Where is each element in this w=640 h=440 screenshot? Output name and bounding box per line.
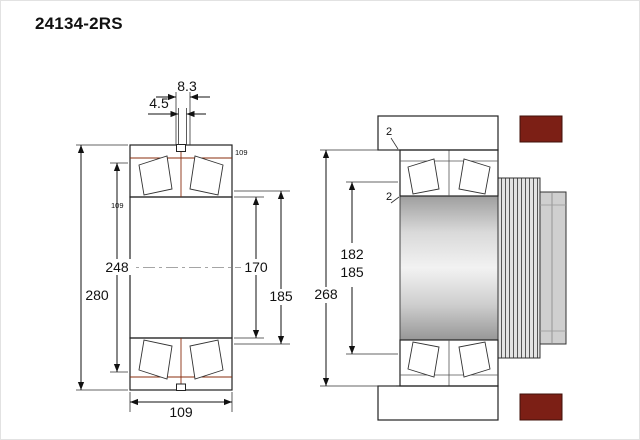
bearing-section-view: 8.3 4.5 280: [76, 78, 296, 420]
dim-groove-inner: 4.5: [148, 95, 206, 145]
dim-sleeve-diameters: 182 185: [336, 181, 398, 355]
mounted-bearing-lower: [399, 339, 499, 387]
bearing-lower-half: [129, 337, 233, 391]
mounted-bearing-upper: [399, 149, 499, 197]
dim-label-groove-outer: 8.3: [177, 78, 197, 94]
dim-label-sleeve-b: 185: [340, 264, 364, 280]
lubrication-groove: [176, 144, 186, 152]
dim-seal-seat-diameter: 185: [234, 190, 296, 345]
dim-clearance-side: 2: [386, 191, 400, 204]
dim-housing-bore: 268: [310, 149, 396, 387]
mounted-roller-lower-right: [458, 341, 491, 378]
dim-label-groove-inner: 4.5: [149, 95, 169, 111]
adapter-sleeve-threads: [497, 177, 541, 359]
bearing-upper-half: [129, 144, 233, 198]
lubrication-groove-bottom: [176, 383, 186, 391]
housing-lower: [377, 385, 499, 421]
end-seal-upper: [519, 115, 563, 143]
mounted-roller-upper-left: [407, 158, 440, 195]
roller-lower-left: [138, 339, 173, 380]
dim-label-bore-diameter: 170: [244, 259, 268, 275]
mounted-arrangement-view: 268 182 185 2 2: [310, 115, 567, 421]
dim-label-recess-diameter: 248: [105, 259, 129, 275]
dim-label-seal-seat-diameter: 185: [269, 288, 293, 304]
lock-nut: [539, 191, 567, 345]
note-top-right: 109: [235, 148, 248, 157]
mounted-roller-upper-right: [458, 158, 491, 195]
dim-width: 109: [129, 392, 233, 420]
dim-clearance-top: 2: [386, 126, 399, 150]
dim-label-clearance-top: 2: [386, 126, 392, 138]
end-seal-lower: [519, 393, 563, 421]
roller-upper-left: [138, 155, 173, 196]
dim-label-housing-bore: 268: [314, 286, 338, 302]
roller-upper-right: [189, 155, 224, 196]
housing-upper: [377, 115, 499, 151]
dim-bore-diameter: 170: [234, 196, 271, 339]
dim-groove-outer: 8.3: [156, 78, 210, 145]
dim-label-outer-diameter: 280: [85, 287, 109, 303]
mounted-roller-lower-left: [407, 341, 440, 378]
part-number-title: 24134-2RS: [35, 14, 123, 33]
roller-lower-right: [189, 339, 224, 380]
note-left: 109: [111, 201, 124, 210]
dim-recess-diameter: 248: [102, 162, 132, 373]
dim-outer-diameter: 280: [76, 144, 128, 391]
dim-label-sleeve-a: 182: [340, 246, 364, 262]
dim-label-width: 109: [169, 404, 193, 420]
dim-label-clearance-side: 2: [386, 191, 392, 203]
